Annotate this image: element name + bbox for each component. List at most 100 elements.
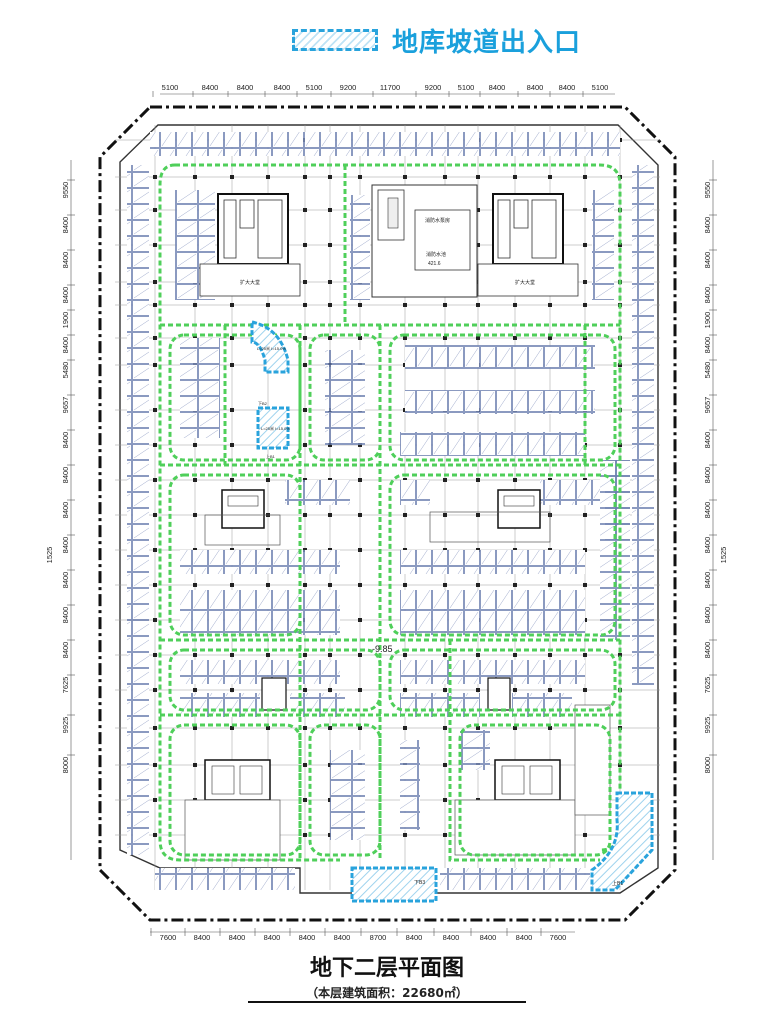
dim-bottom-10: 8400 [516,933,533,942]
ramp-bottom-label: 下B3 [414,880,425,886]
dim-bottom-6: 8700 [370,933,387,942]
dim-top-10: 8400 [527,83,544,92]
lane-loop-5 [168,648,382,712]
core-top-center: 消防水泵房 消防水池 421.6 [371,184,478,298]
dim-right-total: 1525 [719,547,728,564]
core-top-left-label: 扩大大堂 [240,279,260,286]
dim-top-8: 5100 [458,83,475,92]
lane-loop-7 [168,723,302,857]
dim-left-12: 8400 [61,572,70,589]
ramp-mid: L=25米 I=15.0% 上B1 [256,406,290,459]
dim-right-8: 8400 [703,432,712,449]
dim-left-15: 7625 [61,677,70,694]
dim-bottom-0: 7600 [160,933,177,942]
site-boundary [98,105,677,922]
dim-bottom-5: 8400 [334,933,351,942]
lane-loop-0 [168,333,302,462]
dim-right-16: 9925 [703,717,712,734]
lane-loop-9 [458,723,612,857]
dim-bottom-9: 8400 [480,933,497,942]
lane-loop-3 [168,473,302,637]
dim-right-12: 8400 [703,572,712,589]
dim-bottom-3: 8400 [264,933,281,942]
drawing-subtitle: （本层建筑面积：22680㎡） [306,986,468,1000]
dim-top-11: 8400 [559,83,576,92]
dim-left-2: 8400 [61,252,70,269]
dim-right-11: 8400 [703,537,712,554]
dim-right-4: 1900 [703,312,712,329]
dim-right-6: 5480 [703,362,712,379]
dim-top-2: 8400 [237,83,254,92]
ramp-mid-floor: 上B1 [266,453,276,459]
dim-left-5: 8400 [61,337,70,354]
dim-top-5: 9200 [340,83,357,92]
drawing-title: 地下二层平面图 [309,956,464,981]
ramp-top-floor: 下B2 [258,401,268,406]
lane-9 [448,640,600,862]
dim-left-8: 8400 [61,432,70,449]
dim-top-7: 9200 [425,83,442,92]
dimension-column-right: 9550 8400 8400 8400 1900 8400 5480 9657 8400 8400… [703,160,728,860]
dim-bottom-2: 8400 [229,933,246,942]
core-top-right: 扩大大堂 [477,193,579,297]
stalls-top-perimeter [150,132,620,156]
dimension-row-bottom: 7600 8400 8400 8400 8400 8400 8700 8400 8400 8400… [150,928,575,942]
ramp-mid-label: L=25米 I=15.0% [261,425,290,431]
dimension-column-left: 9550840084008400190084005480965784008400… [45,160,75,860]
dim-left-16: 9925 [61,717,70,734]
dim-right-0: 9550 [703,182,712,199]
ramp-bottom: 下B3 [350,866,438,903]
dim-right-14: 8400 [703,642,712,659]
lane-1 [158,163,340,862]
dim-left-total: 1525 [45,547,54,564]
stalls-top-inner-mid [350,195,370,300]
lane-loop-4 [388,473,617,637]
dim-left-1: 8400 [61,217,70,234]
lane-loop-1 [308,333,382,462]
stalls-right-perimeter [632,165,654,685]
stalls-bottom-right [440,868,590,890]
dim-bottom-11: 7600 [550,933,567,942]
dim-right-10: 8400 [703,502,712,519]
dim-left-0: 9550 [61,182,70,199]
core-top-right-label: 扩大大堂 [515,279,535,286]
lane-loop-8 [308,723,382,857]
dim-right-15: 7625 [703,677,712,694]
dim-top-12: 5100 [592,83,609,92]
core-bottom-right [454,677,611,856]
driving-lanes [158,163,622,862]
ramp-top-label: L=25米 I=15.0% [257,345,286,351]
level-mark: -9.85 [372,644,393,654]
basement-outline [119,124,659,894]
dimension-row-top: 5100 8400 8400 8400 5100 9200 11700 9200 5100 840… [152,83,615,97]
dim-top-6: 11700 [380,83,400,92]
ramp-right: 上B1 [590,791,654,892]
dim-left-13: 8400 [61,607,70,624]
legend-label: 地库坡道出入口 [392,28,582,58]
dim-left-3: 8400 [61,287,70,304]
lane-loop-2 [388,333,617,462]
dim-right-9: 8400 [703,467,712,484]
core-top-left: 扩大大堂 [199,193,301,297]
dim-right-2: 8400 [703,252,712,269]
dim-top-9: 8400 [489,83,506,92]
core-mid-left [204,489,281,546]
dim-left-14: 8400 [61,642,70,659]
dim-left-11: 8400 [61,537,70,554]
dim-right-17: 8000 [703,757,712,774]
center-tank-area: 421.6 [428,261,441,267]
center-room-label: 消防水泵房 [425,217,450,224]
dim-top-4: 5100 [306,83,323,92]
center-tank-label: 消防水池 [426,251,446,258]
stalls-top-inner-right [592,190,614,300]
dim-right-5: 8400 [703,337,712,354]
title-underline [248,1001,526,1003]
dim-left-10: 8400 [61,502,70,519]
floor-plan: 5100 8400 8400 8400 5100 9200 11700 9200 5100 840… [45,83,728,942]
dim-right-7: 9657 [703,397,712,414]
dim-bottom-8: 8400 [443,933,460,942]
dim-top-3: 8400 [274,83,291,92]
dim-bottom-7: 8400 [406,933,423,942]
dim-bottom-1: 8400 [194,933,211,942]
dim-left-4: 1900 [61,312,70,329]
